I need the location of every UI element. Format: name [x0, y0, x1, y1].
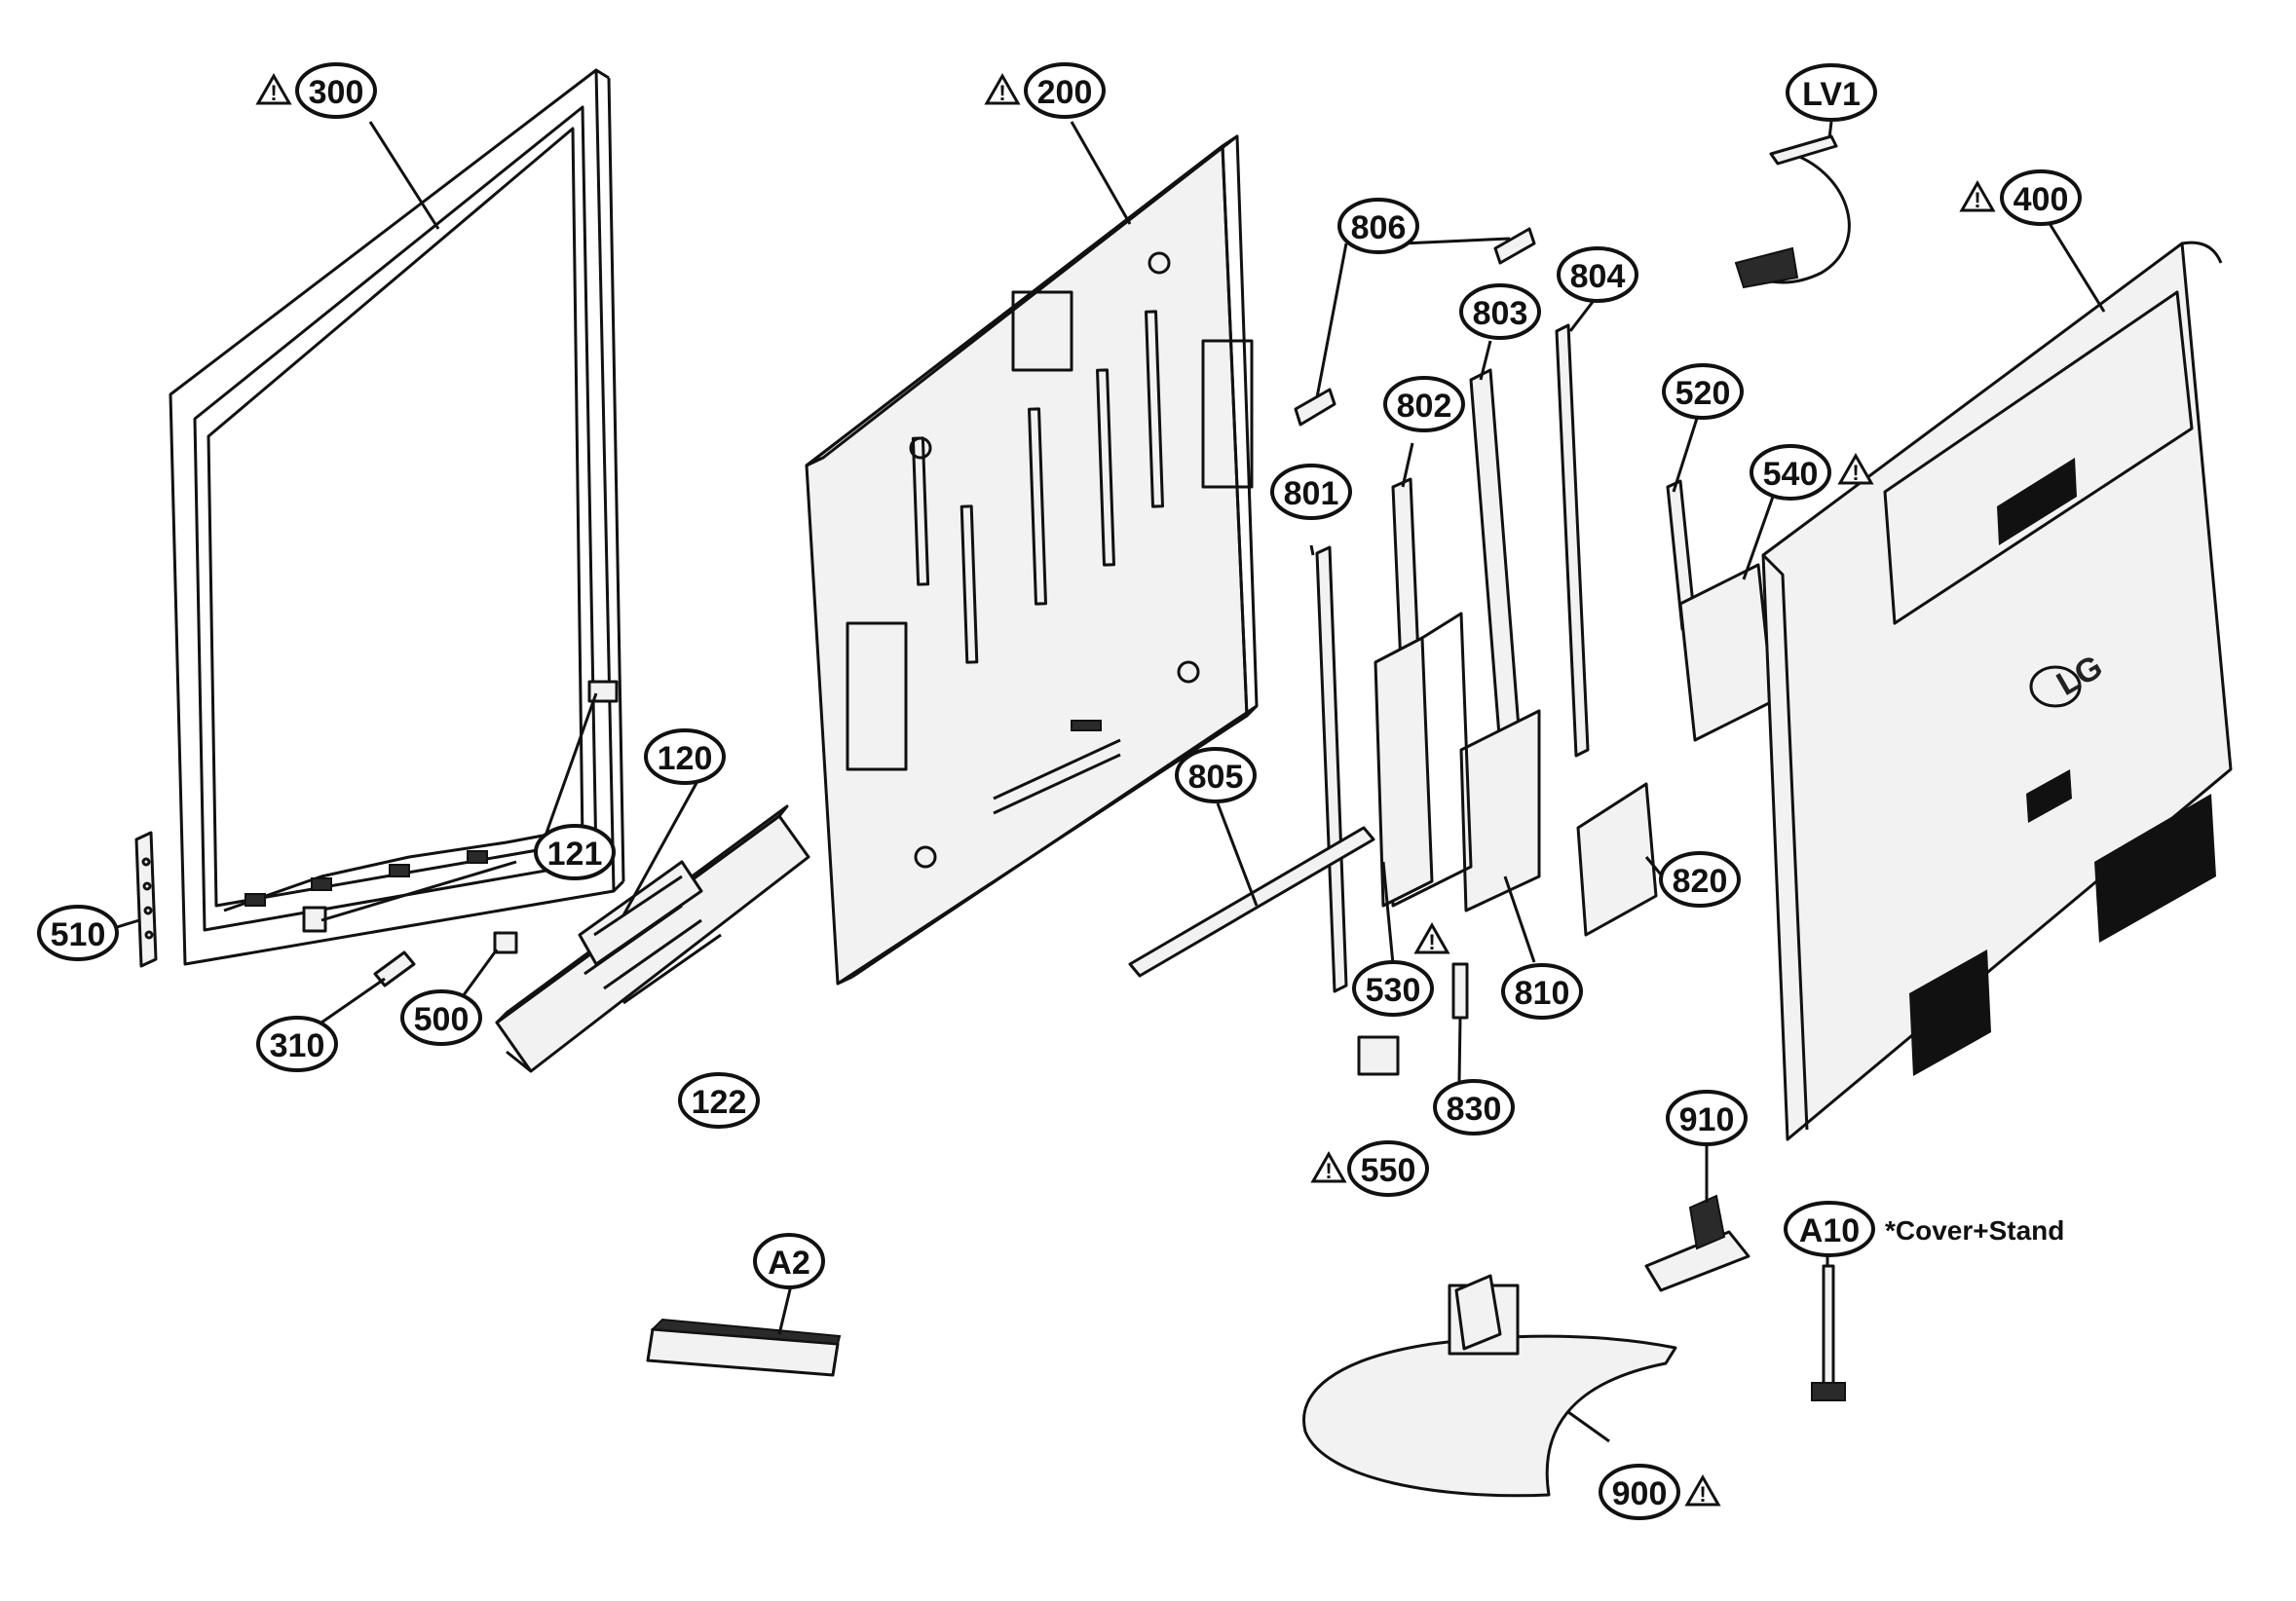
svg-text:121: 121: [547, 836, 603, 873]
svg-text:810: 810: [1515, 975, 1570, 1012]
svg-text:300: 300: [309, 74, 364, 111]
callout-830: 830: [1433, 1079, 1515, 1136]
callout-200: 200 !: [984, 62, 1106, 119]
svg-text:530: 530: [1366, 972, 1421, 1009]
svg-text:805: 805: [1188, 759, 1244, 796]
callout-310: 310: [256, 1016, 338, 1072]
svg-text:200: 200: [1037, 74, 1093, 111]
svg-text:540: 540: [1763, 456, 1819, 493]
svg-text:120: 120: [658, 740, 713, 777]
svg-text:!: !: [1852, 461, 1859, 485]
part-120-speaker: [578, 782, 703, 966]
callout-510: 510: [37, 905, 119, 961]
part-550-switch: [1357, 1035, 1400, 1076]
callout-LV1: LV1: [1786, 63, 1877, 122]
callout-520: 520: [1662, 363, 1744, 420]
callout-A10: A10 *Cover+Stand: [1784, 1201, 2064, 1257]
callout-530: 530 !: [1352, 921, 1450, 1017]
part-310-button: [320, 950, 416, 1024]
part-400-back-cover: [1761, 208, 2233, 1141]
callout-500: 500: [400, 989, 482, 1046]
svg-text:LV1: LV1: [1802, 76, 1861, 113]
callout-540: 540 !: [1750, 444, 1874, 501]
part-806-shields: [1294, 227, 1536, 427]
part-A2-stand-cover: [646, 1285, 842, 1377]
part-540-io-board: [1678, 496, 1775, 742]
svg-text:802: 802: [1397, 388, 1452, 425]
svg-text:804: 804: [1570, 258, 1626, 295]
svg-text:!: !: [1699, 1482, 1706, 1507]
part-910-stand-neck: [1644, 1144, 1750, 1292]
callout-910: 910: [1666, 1090, 1748, 1146]
svg-text:!: !: [1325, 1159, 1332, 1183]
callout-300: 300 !: [255, 62, 377, 119]
svg-text:400: 400: [2014, 181, 2069, 218]
svg-text:510: 510: [51, 916, 106, 953]
part-803-rail: [1469, 368, 1522, 750]
svg-text:310: 310: [270, 1027, 325, 1064]
svg-text:122: 122: [692, 1084, 747, 1121]
callout-A2: A2: [753, 1233, 825, 1289]
svg-text:803: 803: [1473, 295, 1528, 332]
part-805-rail: [1128, 802, 1375, 978]
part-500-ir-board: [456, 931, 518, 1004]
part-804-rail: [1555, 323, 1590, 758]
svg-text:!: !: [270, 81, 277, 105]
part-200-lcd-module: [805, 134, 1259, 986]
svg-text:801: 801: [1284, 475, 1339, 512]
part-510-side-bracket: [116, 831, 158, 968]
svg-text:550: 550: [1361, 1152, 1416, 1189]
callout-806: 806: [1337, 198, 1419, 254]
svg-text:!: !: [1428, 930, 1435, 954]
svg-text:A10: A10: [1799, 1212, 1860, 1249]
svg-text:A2: A2: [768, 1245, 809, 1282]
svg-text:!: !: [1974, 188, 1980, 212]
callout-121: 121: [534, 824, 616, 880]
note-cover-stand: *Cover+Stand: [1885, 1215, 2064, 1246]
svg-text:900: 900: [1612, 1475, 1668, 1512]
callout-550: 550 !: [1310, 1140, 1429, 1197]
svg-text:820: 820: [1673, 863, 1728, 900]
callout-802: 802: [1383, 376, 1465, 432]
part-830-connector: [1451, 962, 1469, 1020]
part-801-rail: [1315, 545, 1348, 993]
svg-text:500: 500: [414, 1001, 470, 1038]
callout-804: 804: [1557, 246, 1638, 303]
callout-900: 900 !: [1599, 1464, 1721, 1520]
svg-text:!: !: [998, 81, 1005, 105]
callout-805: 805: [1175, 747, 1257, 803]
part-900-stand-base: [1302, 1274, 1677, 1498]
svg-text:910: 910: [1679, 1101, 1735, 1138]
callout-400: 400 !: [1959, 169, 2082, 226]
svg-text:830: 830: [1447, 1091, 1502, 1128]
svg-text:806: 806: [1351, 209, 1407, 246]
callout-122: 122: [678, 1072, 760, 1129]
part-A10-screw: [1811, 1247, 1846, 1401]
callout-120: 120: [644, 728, 726, 785]
part-LV1-cable: [1734, 121, 1851, 289]
part-530-main-board: [1374, 636, 1434, 965]
part-820-bracket: [1576, 782, 1658, 937]
svg-text:520: 520: [1675, 375, 1731, 412]
callout-803: 803: [1459, 283, 1541, 340]
callout-801: 801: [1270, 464, 1352, 520]
part-121-clip: [302, 680, 619, 933]
leader-lines: [368, 121, 1663, 1082]
callout-820: 820: [1659, 851, 1741, 908]
callout-810: 810: [1501, 963, 1583, 1020]
